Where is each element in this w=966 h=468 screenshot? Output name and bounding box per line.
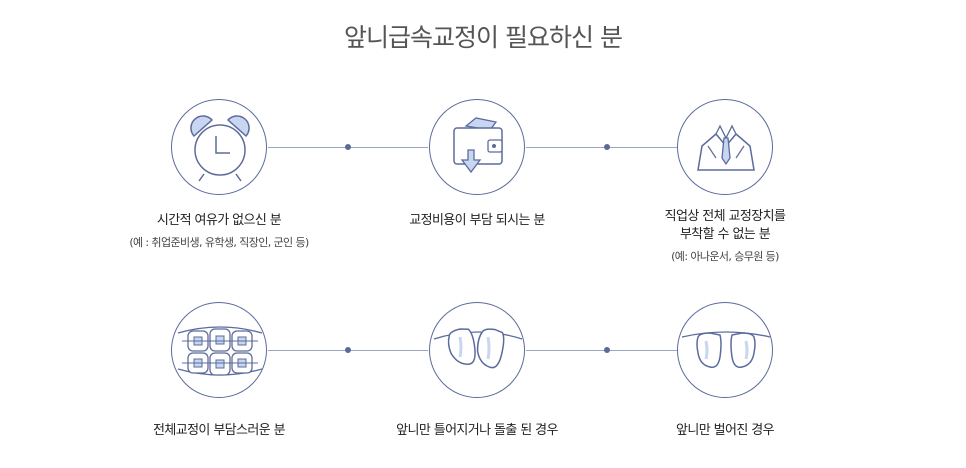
connector-dot: [604, 144, 610, 150]
card-label-line1: 직업상 전체 교정장치를: [664, 209, 786, 224]
gapped-teeth-icon: [677, 302, 773, 398]
connector-dot: [345, 347, 351, 353]
connector-line: [526, 350, 678, 351]
card-label: 앞니만 벌어진 경우: [676, 423, 775, 438]
braces-icon: [171, 302, 267, 398]
card-label: 전체교정이 부담스러운 분: [152, 423, 286, 438]
wallet-icon: [429, 99, 525, 195]
card-label-line2: 부착할 수 없는 분: [679, 227, 771, 242]
suit-tie-icon: [677, 99, 773, 195]
alarm-clock-icon: [171, 99, 267, 195]
card-label: 교정비용이 부담 되시는 분: [409, 213, 545, 228]
card-sub-label: (예: 아나운서, 승무원 등): [671, 250, 779, 263]
connector-line: [526, 147, 678, 148]
card-label: 앞니만 틀어지거나 돌출 된 경우: [396, 423, 558, 438]
page-title: 앞니급속교정이 필요하신 분: [344, 23, 623, 52]
crooked-teeth-icon: [429, 302, 525, 398]
card-sub-label: (예 : 취업준비생, 유학생, 직장인, 군인 등): [129, 236, 309, 249]
card-label: 시간적 여유가 없으신 분: [156, 213, 282, 228]
connector-dot: [345, 144, 351, 150]
connector-dot: [604, 347, 610, 353]
